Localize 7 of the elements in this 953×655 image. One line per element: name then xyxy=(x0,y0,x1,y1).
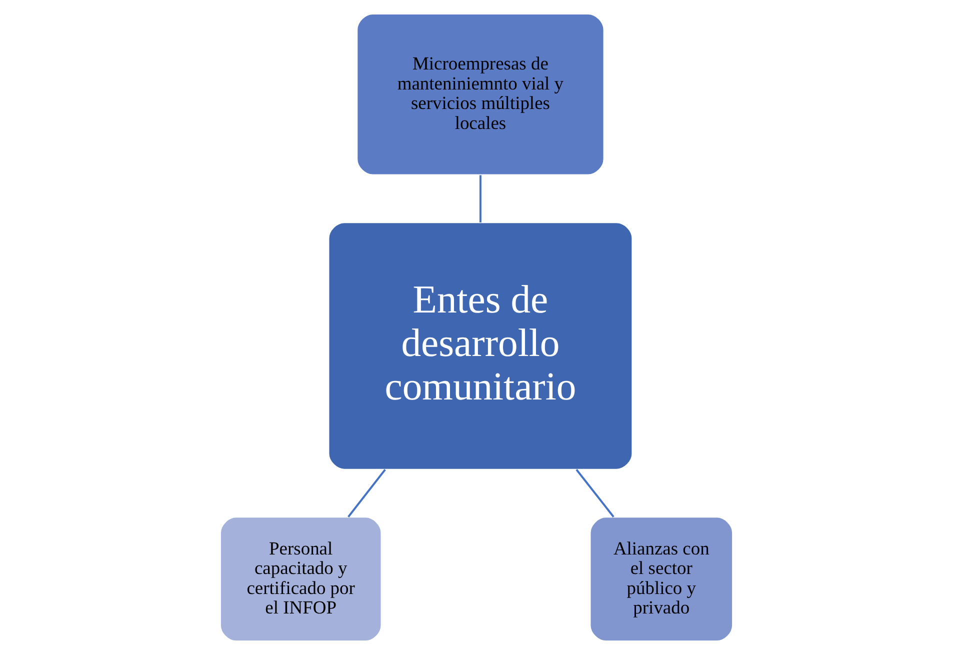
connector xyxy=(348,469,386,518)
connector xyxy=(576,469,614,518)
node-box: Personal capacitado y certificado por el INFOP xyxy=(220,516,382,642)
node-box: Microempresas de manteniniemnto vial y servicios múltiples locales xyxy=(356,13,605,176)
node-box: Alianzas con el sector público y privado xyxy=(589,516,734,642)
connector xyxy=(479,175,482,222)
node-box: Entes de desarrollo comunitario xyxy=(328,222,633,470)
